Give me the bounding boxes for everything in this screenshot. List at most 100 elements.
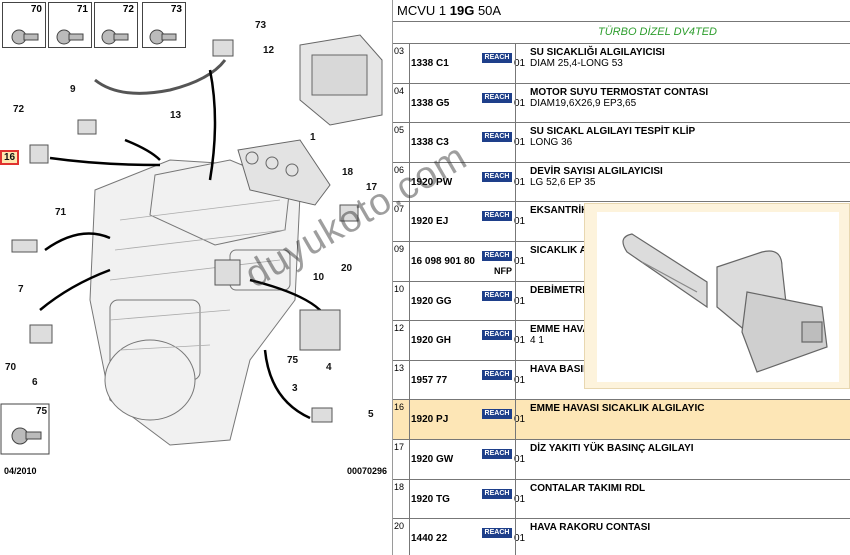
callout-6[interactable]: 6 (32, 377, 38, 388)
row-index: 07 (393, 202, 410, 241)
callout-9[interactable]: 9 (70, 84, 76, 95)
callout-72[interactable]: 72 (13, 104, 25, 115)
quantity: 01 (514, 295, 526, 307)
quantity: 01 (514, 374, 526, 386)
box-number: 70 (30, 4, 42, 15)
row-index: 03 (393, 44, 410, 83)
row-index: 09 (393, 242, 410, 281)
part-title: CONTALAR TAKIMI RDL (530, 482, 646, 494)
reach-badge: REACH (482, 53, 512, 63)
reach-badge: REACH (482, 171, 512, 182)
callout-20[interactable]: 20 (341, 263, 353, 274)
callout-5[interactable]: 5 (368, 409, 374, 420)
part-reference: 1338 G5 (411, 97, 450, 109)
box-number: 73 (170, 4, 182, 15)
part-title: EMME HAVA (530, 324, 590, 336)
row-index: 06 (393, 162, 410, 202)
quantity: 01 (514, 454, 526, 465)
reach-badge: REACH (482, 330, 512, 341)
callout-73[interactable]: 73 (255, 20, 267, 31)
part-spec: 4 1 (530, 335, 544, 347)
row-index: 04 (393, 83, 410, 123)
reach-badge: REACH (482, 251, 512, 261)
callout-70[interactable]: 70 (5, 362, 17, 373)
part-title: EMME HAVASI SICAKLIK ALGILAYIC (530, 403, 705, 415)
part-title: MOTOR SUYU TERMOSTAT CONTASI (530, 86, 709, 98)
callout-7[interactable]: 7 (18, 284, 24, 295)
nfp-label: NFP (494, 266, 512, 276)
callout-71[interactable]: 71 (55, 207, 67, 218)
row-index: 16 (393, 400, 410, 439)
part-reference: 1440 22 (411, 533, 448, 545)
row-index: 13 (393, 360, 410, 400)
row-index: 17 (393, 440, 410, 479)
reach-badge: REACH (482, 92, 512, 103)
callout-1[interactable]: 1 (310, 132, 316, 143)
reach-badge: REACH (482, 449, 512, 459)
part-title: HAVA BASIN (530, 363, 591, 375)
part-reference: 1920 GH (411, 335, 452, 347)
part-reference: 16 098 901 80 (411, 256, 475, 267)
screw-box-71[interactable]: 71 (48, 2, 92, 48)
model-suffix: 50A (477, 3, 502, 18)
engine-illustration (0, 29, 383, 455)
model-code: 19G (449, 3, 475, 18)
screw-box-73[interactable]: 73 (142, 2, 186, 48)
sensor-image (597, 212, 839, 382)
part-description: HAVA BASIN (515, 360, 850, 400)
part-reference: 1920 TG (411, 493, 450, 505)
callout-16-selected[interactable]: 16 (0, 150, 20, 165)
callout-18[interactable]: 18 (342, 167, 354, 178)
callout-4[interactable]: 4 (326, 362, 332, 373)
part-reference: 1920 PJ (411, 414, 449, 426)
part-reference: 1920 GW (411, 454, 454, 465)
part-spec: DIAM 25,4-LONG 53 (530, 58, 623, 69)
box-number: 71 (76, 4, 88, 15)
screw-box-70[interactable]: 70 (2, 2, 46, 48)
part-reference: 1920 EJ (411, 216, 449, 228)
parts-diagram: 70 71 72 73 73 12 1 9 13 72 16 18 17 71 … (0, 0, 393, 555)
quantity: 01 (514, 335, 526, 347)
callout-75[interactable]: 75 (287, 355, 299, 366)
part-title: EKSANTRİK (530, 205, 589, 217)
part-title: SU SICAKL ALGILAYI TESPİT KLİP (530, 126, 696, 138)
part-description: SICAKLIK AL (515, 242, 850, 281)
quantity: 01 (514, 58, 526, 69)
model-header: MCVU 1 19G 50A (393, 0, 850, 22)
part-description: EMME HAVASI SICAKLIK ALGILAYIC (515, 400, 850, 439)
model-prefix: MCVU 1 (397, 3, 447, 18)
part-spec: LONG 36 (530, 137, 573, 149)
part-reference: 1338 C3 (411, 137, 449, 149)
quantity: 01 (514, 533, 526, 545)
callout-13[interactable]: 13 (170, 110, 182, 121)
callout-3[interactable]: 3 (292, 383, 298, 394)
callout-10[interactable]: 10 (313, 272, 325, 283)
callout-17[interactable]: 17 (366, 182, 378, 193)
callout-12[interactable]: 12 (263, 45, 275, 56)
inset-box-75[interactable]: 75 (36, 406, 48, 417)
part-title: DEVİR SAYISI ALGILAYICISI (530, 165, 663, 177)
engine-title: TÜRBO DİZEL DV4TED (598, 26, 717, 38)
quantity: 01 (514, 137, 526, 149)
row-index: 10 (393, 281, 410, 321)
row-index: 05 (393, 123, 410, 162)
part-title: DEBİMETRE (530, 284, 589, 296)
part-description: DİZ YAKITI YÜK BASINÇ ALGILAYI (515, 440, 850, 479)
quantity: 01 (514, 97, 526, 109)
screw-box-72[interactable]: 72 (94, 2, 138, 48)
reach-badge: REACH (482, 290, 512, 301)
part-description: DEBİMETRE (515, 281, 850, 321)
quantity: 01 (514, 216, 526, 228)
